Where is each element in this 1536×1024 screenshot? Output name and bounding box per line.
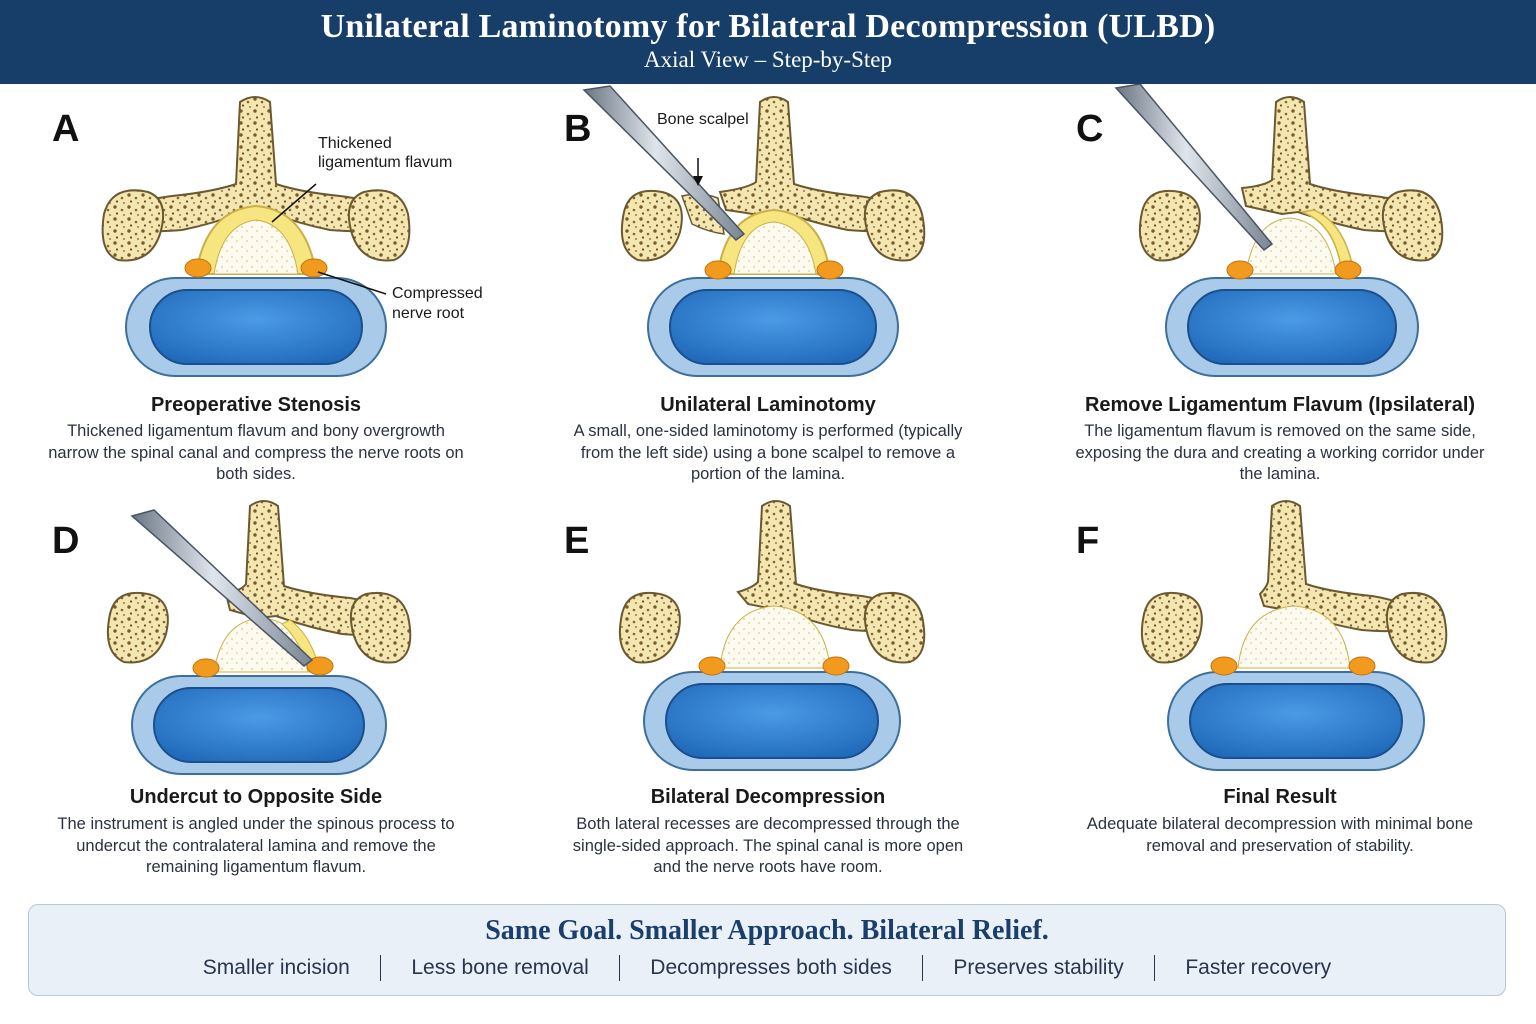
nerve-root-right xyxy=(1334,260,1362,280)
facet-left xyxy=(618,592,681,664)
panel-title: Undercut to Opposite Side xyxy=(129,786,383,808)
panel-b: B Bone scalpel Unilateral Laminotomy A s… xyxy=(512,84,1024,494)
disc-nucleus xyxy=(665,683,879,759)
panel-letter: D xyxy=(52,520,80,562)
panel-letter: C xyxy=(1076,108,1104,150)
panel-letter: E xyxy=(564,520,590,562)
nerve-root-left xyxy=(184,258,212,278)
label-ligamentum-1: Thickened xyxy=(318,135,392,152)
ligamentum-flavum-remaining xyxy=(1301,209,1355,275)
panel-text: A small, one-sided laminotomy is perform… xyxy=(573,422,963,483)
facet-left xyxy=(620,190,683,262)
disc-nucleus xyxy=(153,687,365,763)
facet-right xyxy=(350,592,412,664)
benefit-item: Less bone removal xyxy=(411,956,589,979)
facet-right xyxy=(1382,189,1444,262)
disc-nucleus xyxy=(1187,289,1397,365)
vertebra-illustration xyxy=(1114,84,1444,377)
panel-c: C Remove Ligamentum Flavum (Ipsilateral)… xyxy=(1024,84,1536,494)
benefit-item: Preserves stability xyxy=(953,956,1124,979)
vertebra-illustration xyxy=(1140,500,1448,771)
panel-d: D Undercut to Opposite Side The instrume… xyxy=(0,496,512,906)
panel-f: F Final Result Adequate bilateral decomp… xyxy=(1024,496,1536,906)
arrow-down-icon xyxy=(693,176,703,186)
summary-slogan: Same Goal. Smaller Approach. Bilateral R… xyxy=(485,915,1049,946)
nerve-root-right xyxy=(822,656,850,676)
panel-title: Final Result xyxy=(1223,786,1337,808)
disc-nucleus xyxy=(1189,683,1403,759)
label-ligamentum-2: ligamentum flavum xyxy=(318,154,452,171)
nerve-root-left xyxy=(1210,656,1238,676)
summary-box: Same Goal. Smaller Approach. Bilateral R… xyxy=(28,904,1506,996)
dural-sac xyxy=(213,219,299,275)
bone-scalpel-icon xyxy=(582,85,746,241)
disc xyxy=(125,277,387,377)
facet-right xyxy=(864,189,926,262)
nerve-root-left xyxy=(1226,260,1254,280)
nerve-root-right xyxy=(306,656,334,676)
panel-text: The ligamentum flavum is removed on the … xyxy=(1075,422,1485,483)
panel-letter: F xyxy=(1076,520,1100,562)
nerve-root-right xyxy=(816,260,844,280)
disc-nucleus xyxy=(669,289,877,365)
vertebra-illustration xyxy=(618,500,926,771)
divider xyxy=(1153,955,1156,981)
panel-e: E Bilateral Decompression Both lateral r… xyxy=(512,496,1024,906)
label-nerve-1: Compressed xyxy=(392,285,483,302)
vertebra-illustration: Thickened ligamentum flavum Compressed n… xyxy=(101,96,483,377)
panel-title: Bilateral Decompression xyxy=(650,786,886,808)
facet-right xyxy=(1386,592,1448,664)
nerve-root-right xyxy=(1348,656,1376,676)
nerve-root-left xyxy=(192,658,220,678)
panel-title: Preoperative Stenosis xyxy=(150,394,362,416)
dural-sac xyxy=(719,605,831,669)
benefit-item: Faster recovery xyxy=(1185,956,1332,979)
panel-text: Both lateral recesses are decompressed t… xyxy=(572,815,964,876)
kerrison-instrument-icon xyxy=(1114,84,1274,252)
panel-title: Remove Ligamentum Flavum (Ipsilateral) xyxy=(1084,394,1476,416)
label-bone-scalpel: Bone scalpel xyxy=(657,111,749,128)
leader-line xyxy=(271,183,317,223)
facet-left xyxy=(1140,592,1203,664)
panel-text: Adequate bilateral decompression with mi… xyxy=(1086,815,1474,855)
divider xyxy=(618,955,621,981)
leader-line xyxy=(317,271,387,295)
vertebra-illustration xyxy=(106,500,412,775)
page-subtitle: Axial View – Step-by-Step xyxy=(644,47,892,72)
panel-text: Thickened ligamentum flavum and bony ove… xyxy=(48,422,464,483)
facet-left xyxy=(1138,190,1201,262)
divider xyxy=(379,955,382,981)
label-nerve-2: nerve root xyxy=(392,305,465,322)
panel-text: The instrument is angled under the spino… xyxy=(57,815,455,876)
nerve-root-left xyxy=(704,260,732,280)
header-banner: Unilateral Laminotomy for Bilateral Deco… xyxy=(0,0,1536,84)
benefit-item: Smaller incision xyxy=(202,956,350,979)
facet-right xyxy=(864,592,926,664)
benefit-item: Decompresses both sides xyxy=(650,956,892,979)
page-title: Unilateral Laminotomy for Bilateral Deco… xyxy=(320,8,1216,45)
divider xyxy=(921,955,924,981)
facet-left xyxy=(106,592,169,664)
nerve-root-left xyxy=(698,656,726,676)
vertebra-illustration: Bone scalpel xyxy=(582,85,926,377)
lamina-bone xyxy=(101,96,411,262)
dural-sac xyxy=(1245,217,1337,275)
panel-letter: A xyxy=(52,108,80,150)
panel-a: A Thickened ligamentum flavum Compressed… xyxy=(0,84,512,494)
kerrison-instrument-icon xyxy=(130,509,314,667)
benefits-list: Smaller incision Less bone removal Decom… xyxy=(29,955,1505,981)
dural-sac xyxy=(1237,605,1351,669)
panel-letter: B xyxy=(564,108,592,150)
panel-title: Unilateral Laminotomy xyxy=(660,394,876,416)
dural-sac xyxy=(733,221,817,275)
